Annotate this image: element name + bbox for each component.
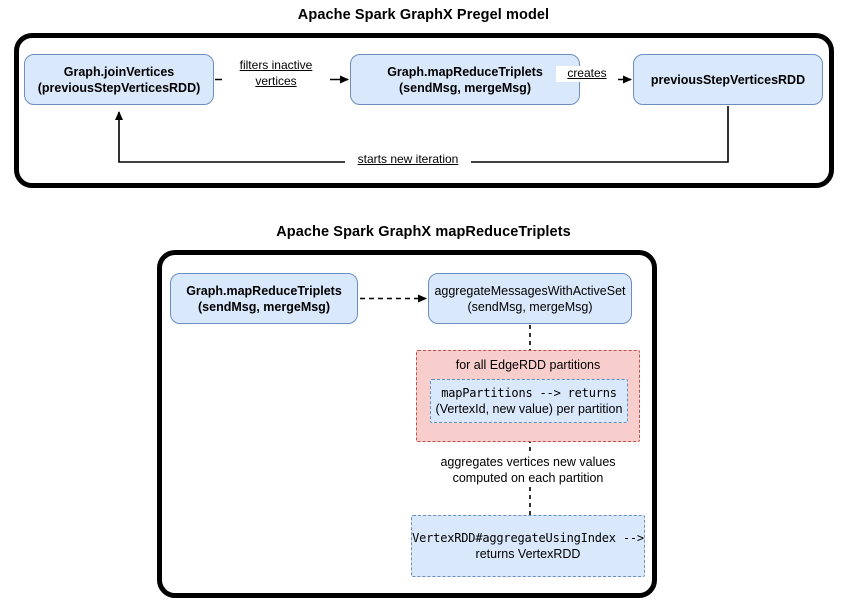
node-map-partitions[interactable]: mapPartitions --> returns (VertexId, new… bbox=[430, 379, 628, 423]
annotation-aggregates-vertices: aggregates vertices new values computed … bbox=[418, 454, 638, 487]
node-line-1: previousStepVerticesRDD bbox=[650, 72, 806, 87]
node-graph-mapreducetriplets-2[interactable]: Graph.mapReduceTriplets (sendMsg, mergeM… bbox=[170, 273, 358, 324]
edge-label-line-1: starts new iteration bbox=[357, 152, 459, 166]
node-line-2: returns VertexRDD bbox=[475, 547, 581, 562]
edge-label-line-1: creates bbox=[567, 66, 607, 80]
edge-label-line-2: vertices bbox=[255, 73, 297, 88]
node-line-1: Graph.mapReduceTriplets bbox=[387, 64, 543, 79]
node-graph-mapreducetriplets[interactable]: Graph.mapReduceTriplets (sendMsg, mergeM… bbox=[350, 54, 580, 105]
node-line-2: (sendMsg, mergeMsg) bbox=[467, 299, 593, 314]
node-line-1: Graph.joinVertices bbox=[63, 64, 175, 79]
edge-label-creates: creates bbox=[556, 66, 618, 82]
node-line-2: (VertexId, new value) per partition bbox=[435, 402, 623, 417]
node-aggregate-messages-with-active-set[interactable]: aggregateMessagesWithActiveSet (sendMsg,… bbox=[428, 273, 632, 324]
node-line-2: (previousStepVerticesRDD) bbox=[37, 80, 201, 95]
node-line-1: mapPartitions --> returns bbox=[441, 385, 617, 400]
mapreducetriplets-title: Apache Spark GraphX mapReduceTriplets bbox=[276, 224, 571, 240]
edge-label-line-1: filters inactive bbox=[239, 58, 313, 72]
pregel-model-title: Apache Spark GraphX Pregel model bbox=[297, 7, 550, 23]
node-line-1: aggregateMessagesWithActiveSet bbox=[434, 283, 626, 298]
annotation-line-1: aggregates vertices new values bbox=[440, 455, 616, 469]
node-vertexrdd-aggregate-using-index[interactable]: VertexRDD#aggregateUsingIndex --> return… bbox=[411, 515, 645, 577]
node-line-2: (sendMsg, mergeMsg) bbox=[399, 80, 531, 95]
edge-label-filters-inactive-vertices: filters inactive vertices bbox=[222, 58, 330, 90]
node-graph-joinvertices[interactable]: Graph.joinVertices (previousStepVertices… bbox=[24, 54, 214, 105]
node-line-1: Graph.mapReduceTriplets bbox=[186, 283, 342, 298]
node-previous-step-vertices-rdd[interactable]: previousStepVerticesRDD bbox=[633, 54, 823, 105]
group-label-for-all-edgerdd-partitions: for all EdgeRDD partitions bbox=[455, 358, 601, 372]
node-line-1: VertexRDD#aggregateUsingIndex --> bbox=[412, 530, 644, 545]
node-line-2: (sendMsg, mergeMsg) bbox=[198, 299, 330, 314]
annotation-line-2: computed on each partition bbox=[452, 471, 604, 486]
edge-label-starts-new-iteration: starts new iteration bbox=[345, 152, 471, 168]
